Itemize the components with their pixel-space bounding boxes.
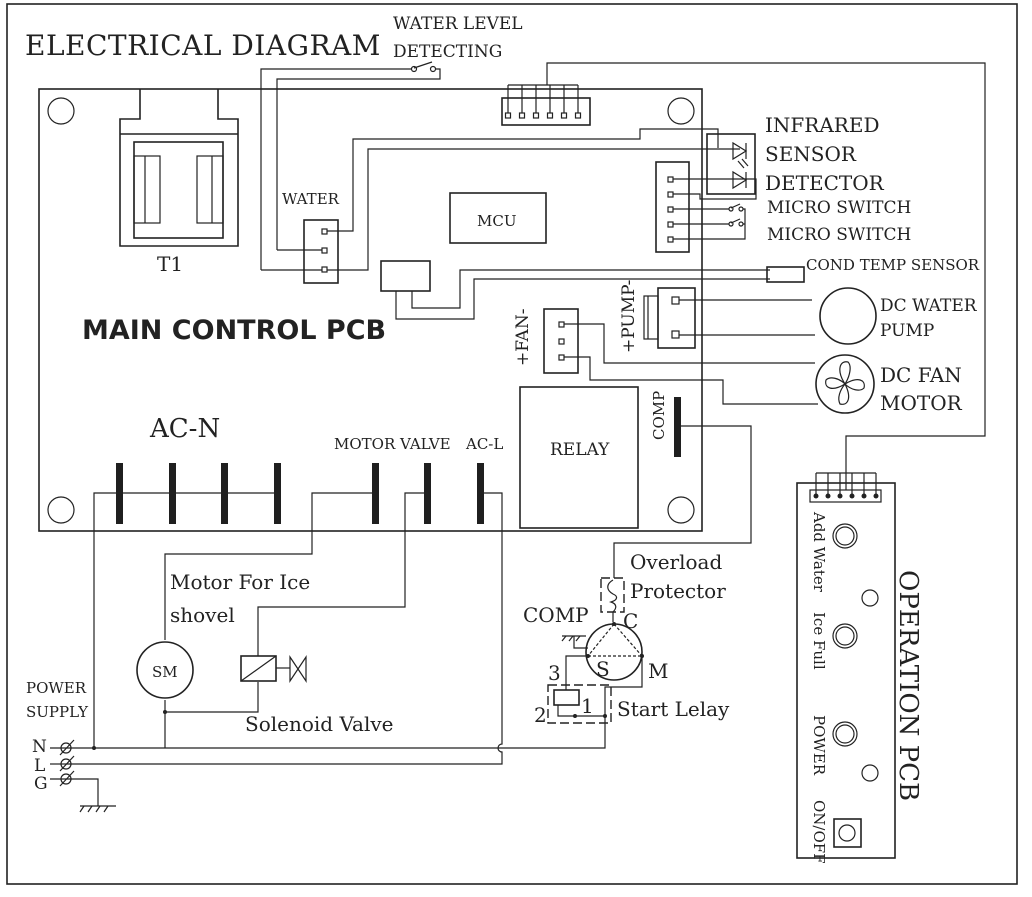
- connector-pin: [546, 112, 554, 119]
- ac-n-terminals: [93, 463, 281, 748]
- main-pcb-label: MAIN CONTROL PCB: [82, 315, 386, 346]
- water-connector-label: WATER: [282, 190, 340, 208]
- pump-label-1: DC WATER: [880, 296, 978, 316]
- water-level-label-2: DETECTING: [393, 42, 502, 62]
- start-relay-icon: [502, 655, 643, 749]
- dc-fan-motor-icon: [815, 354, 875, 414]
- ice-full-label: Ice Full: [810, 612, 828, 670]
- compressor-icon: [561, 622, 644, 681]
- relay-label: RELAY: [550, 440, 610, 460]
- fan-label-2: MOTOR: [880, 391, 963, 415]
- outer-frame: [6, 3, 1018, 885]
- motor-terminal: [372, 463, 379, 524]
- pump-connector-label: +PUMP-: [619, 280, 639, 353]
- relay-box: [519, 386, 639, 529]
- comp-terminal: [674, 397, 681, 457]
- power-label-1: POWER: [26, 679, 87, 697]
- main-control-pcb: [38, 88, 703, 532]
- connector-pin: [574, 112, 582, 119]
- operation-pcb-label: OPERATION PCB: [893, 570, 923, 801]
- pump-connector: [643, 287, 815, 349]
- comp-terminal-label: COMP: [650, 391, 668, 440]
- fan-label-1: DC FAN: [880, 363, 962, 387]
- on-off-label: ON/OFF: [810, 800, 828, 864]
- micro-switch-1-label: MICRO SWITCH: [767, 198, 911, 218]
- top-6pin-connector: [501, 62, 986, 490]
- connector-pin: [560, 112, 568, 119]
- cond-temp-sensor-label: COND TEMP SENSOR: [806, 256, 980, 274]
- connector-pin: [873, 493, 879, 499]
- indicator-hole: [861, 589, 879, 607]
- mcu-chip: [449, 192, 547, 244]
- cond-sensor-connector: [380, 260, 431, 292]
- indicator-hole: [861, 764, 879, 782]
- transformer-label: T1: [157, 252, 183, 276]
- mount-hole: [667, 97, 695, 125]
- ac-n-label: AC-N: [149, 414, 220, 444]
- mcu-label: MCU: [477, 212, 516, 230]
- comp-label: COMP: [523, 603, 589, 627]
- add-water-led-icon: [832, 523, 858, 549]
- operation-pcb: [796, 472, 896, 859]
- fan-connector-label: +FAN-: [513, 309, 533, 366]
- power-g-label: G: [34, 774, 48, 794]
- cond-temp-sensor-icon: [766, 266, 805, 283]
- pin-2-label: 2: [534, 703, 547, 727]
- overload-protector-icon: [600, 577, 625, 613]
- power-terminal-icons: [50, 739, 502, 806]
- motor-terminal-label: MOTOR: [334, 435, 396, 453]
- sensor-5pin-connector: [655, 161, 757, 253]
- solenoid-valve-label: Solenoid Valve: [245, 712, 394, 736]
- water-level-switch-icon: [260, 61, 441, 270]
- mount-hole: [47, 496, 75, 524]
- ice-shovel-motor-icon: [136, 641, 194, 699]
- comp-s-label: S: [596, 657, 610, 681]
- ice-full-led-icon: [832, 623, 858, 649]
- mount-hole: [47, 97, 75, 125]
- comp-m-label: M: [648, 659, 668, 683]
- micro-switch-icon: [728, 203, 744, 227]
- overload-label-2: Protector: [630, 579, 726, 603]
- sm-label: SM: [152, 663, 178, 681]
- start-relay-label: Start Lelay: [617, 697, 730, 721]
- infrared-label-1: INFRARED: [765, 113, 879, 137]
- connector-pin: [825, 493, 831, 499]
- connector-pin: [532, 112, 540, 119]
- mount-hole: [667, 496, 695, 524]
- connector-pin: [504, 112, 512, 119]
- pin-3-label: 3: [548, 661, 561, 685]
- dc-water-pump-icon: [819, 287, 877, 345]
- ice-motor-label-2: shovel: [170, 603, 235, 627]
- infrared-label-2: SENSOR: [765, 142, 857, 166]
- solenoid-valve-icon: [240, 655, 307, 683]
- infrared-sensor-icon: [706, 133, 756, 195]
- power-n-label: N: [32, 737, 47, 757]
- ice-motor-label-1: Motor For Ice: [170, 570, 310, 594]
- transformer-icon: [119, 89, 239, 247]
- connector-pin: [849, 493, 855, 499]
- on-off-button[interactable]: [833, 818, 862, 848]
- micro-switch-2-label: MICRO SWITCH: [767, 225, 911, 245]
- connector-pin: [813, 493, 819, 499]
- diagram-title: ELECTRICAL DIAGRAM: [25, 29, 381, 62]
- ac-l-terminal-label: AC-L: [465, 435, 503, 453]
- overload-label-1: Overload: [630, 550, 722, 574]
- pump-label-2: PUMP: [880, 321, 934, 341]
- water-connector: [261, 128, 740, 284]
- power-indicator-label: POWER: [810, 715, 828, 776]
- infrared-label-3: DETECTOR: [765, 171, 885, 195]
- connector-pin: [518, 112, 526, 119]
- power-label-2: SUPPLY: [26, 703, 89, 721]
- connector-pin: [861, 493, 867, 499]
- power-led-icon: [832, 721, 858, 747]
- ground-icon: [79, 805, 116, 813]
- water-level-label-1: WATER LEVEL: [393, 14, 523, 34]
- valve-terminal-label: VALVE: [399, 435, 451, 453]
- power-l-label: L: [34, 756, 45, 776]
- connector-pin: [837, 493, 843, 499]
- fan-connector: [543, 308, 818, 405]
- add-water-label: Add Water: [810, 511, 828, 593]
- pin-1-label: 1: [581, 694, 594, 718]
